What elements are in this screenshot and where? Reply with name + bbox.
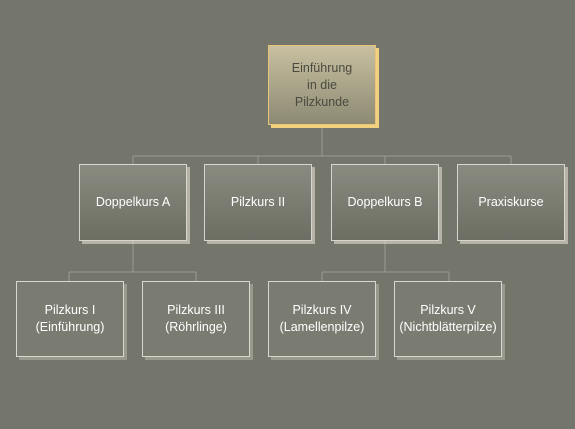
node-pilzkurs-v[interactable]: Pilzkurs V (Nichtblätterpilze) — [394, 281, 502, 357]
node-label: Praxiskurse — [478, 195, 544, 209]
node-label: Pilzkurs IV (Lamellenpilze) — [279, 303, 365, 334]
node-label: Pilzkurs II — [230, 195, 286, 209]
node-doppelkurs-b[interactable]: Doppelkurs B — [331, 164, 439, 241]
node-label: Einführung in die Pilzkunde — [291, 60, 353, 109]
node-pilzkurs-iv[interactable]: Pilzkurs IV (Lamellenpilze) — [268, 281, 376, 357]
node-pilzkurs-iii[interactable]: Pilzkurs III (Röhrlinge) — [142, 281, 250, 357]
node-label: Pilzkurs III (Röhrlinge) — [165, 303, 227, 334]
node-label: Pilzkurs V (Nichtblätterpilze) — [399, 303, 497, 334]
node-label: Pilzkurs I (Einführung) — [35, 303, 105, 334]
node-label: Doppelkurs B — [347, 195, 423, 209]
node-doppelkurs-a[interactable]: Doppelkurs A — [79, 164, 187, 241]
node-pilzkurs-i[interactable]: Pilzkurs I (Einführung) — [16, 281, 124, 357]
node-label: Doppelkurs A — [95, 195, 171, 209]
node-pilzkurs-ii[interactable]: Pilzkurs II — [204, 164, 312, 241]
node-einfuehrung-pilzkunde[interactable]: Einführung in die Pilzkunde — [268, 45, 376, 125]
node-praxiskurse[interactable]: Praxiskurse — [457, 164, 565, 241]
